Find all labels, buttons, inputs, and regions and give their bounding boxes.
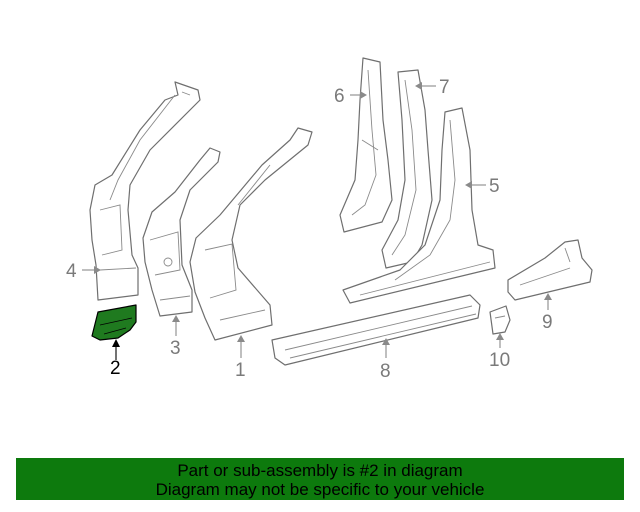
banner-line-1: Part or sub-assembly is #2 in diagram <box>177 461 463 480</box>
callout-2[interactable]: 2 <box>110 358 121 379</box>
banner-line-2: Diagram may not be specific to your vehi… <box>155 480 485 499</box>
part-9-rear-extension <box>507 239 593 301</box>
part-6-center-pillar-inner <box>339 57 393 233</box>
info-banner: Part or sub-assembly is #2 in diagram Di… <box>16 458 624 500</box>
callout-10[interactable]: 10 <box>489 350 510 371</box>
part-8-sill-plate <box>271 294 481 366</box>
callout-6[interactable]: 6 <box>334 86 345 107</box>
leader-lines <box>82 82 552 360</box>
part-1-front-pillar <box>189 127 313 341</box>
callout-7[interactable]: 7 <box>439 77 450 98</box>
part-2-highlighted[interactable] <box>91 304 137 341</box>
callout-9[interactable]: 9 <box>542 312 553 333</box>
part-5-rocker-panel-outer <box>342 107 496 304</box>
part-10-bracket <box>489 305 511 335</box>
part-3-inner-pillar <box>142 147 221 317</box>
part-4-hinge-pillar <box>89 81 201 301</box>
callout-labels: 1 2 3 4 5 6 7 8 9 10 <box>66 77 553 382</box>
callout-8[interactable]: 8 <box>380 361 391 382</box>
callout-1[interactable]: 1 <box>235 360 246 381</box>
callout-5[interactable]: 5 <box>489 176 500 197</box>
callout-4[interactable]: 4 <box>66 261 77 282</box>
callout-3[interactable]: 3 <box>170 338 181 359</box>
